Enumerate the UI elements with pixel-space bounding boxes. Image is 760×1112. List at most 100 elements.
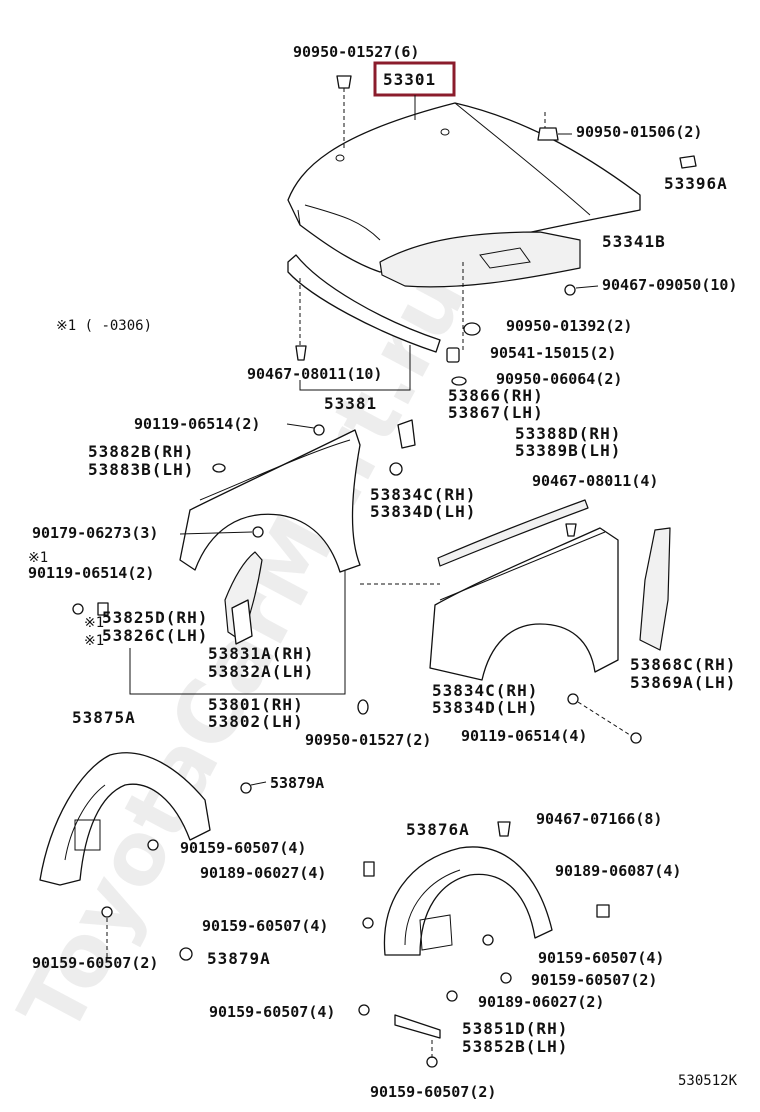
clip-90467-07166-icon[interactable] (497, 821, 511, 837)
bracket-53882b-icon[interactable] (212, 463, 226, 473)
part-number-label: 53389B(LH) (515, 441, 621, 460)
bolt-90119-06514-right-icon[interactable] (630, 732, 642, 744)
part-number-label: 53875A (72, 708, 136, 727)
seal-53834c-mid-icon[interactable] (567, 693, 579, 705)
part-number-label: 53883B(LH) (88, 460, 194, 479)
part-number-label: 53834D(LH) (370, 502, 476, 521)
label-plate-53396a-icon[interactable] (679, 155, 697, 169)
part-number-label: 90950-01527(2) (305, 731, 431, 749)
seal-53825d-icon[interactable] (97, 602, 109, 616)
screw-90159-60507-bot-icon[interactable] (426, 1056, 438, 1068)
part-number-label: 53826C(LH) (102, 626, 208, 645)
seal-53834c-top-icon[interactable] (389, 462, 403, 476)
part-number-label: 53834C(RH) (432, 681, 538, 700)
part-number-label: 53869A(LH) (630, 673, 736, 692)
bolt-90467-09050-icon[interactable] (564, 284, 576, 296)
part-number-label: 90159-60507(4) (209, 1003, 335, 1021)
leader-line (129, 570, 346, 695)
part-number-label: 53879A (270, 774, 324, 792)
stop-90541-15015-icon[interactable] (446, 347, 460, 363)
leader-line (299, 345, 411, 391)
part-number-label: 90159-60507(4) (180, 839, 306, 857)
leader-line (250, 781, 267, 786)
part-number-label: 53832A(LH) (208, 662, 314, 681)
part-number-label: 53867(LH) (448, 403, 544, 422)
part-number-label: 53825D(RH) (102, 608, 208, 627)
part-number-label: 53396A (664, 174, 728, 193)
clip-90950-01527-icon[interactable] (336, 75, 352, 89)
hood-panel[interactable] (287, 102, 641, 273)
hood-insulator[interactable] (379, 231, 581, 288)
part-number-label: 53882B(RH) (88, 442, 194, 461)
clip-90467-08011-fender-icon[interactable] (565, 523, 577, 537)
clip-90189-06087-icon[interactable] (596, 904, 610, 918)
part-number-label: 53879A (207, 949, 271, 968)
splash-shield-53868c[interactable] (639, 527, 671, 651)
footnote-marker: ※1 (84, 615, 104, 631)
clip-90467-08011-icon[interactable] (295, 345, 307, 361)
leader-line (575, 285, 599, 289)
fender-rh[interactable] (179, 429, 361, 573)
part-number-label: 90159-60507(4) (202, 917, 328, 935)
part-number-label: 90159-60507(2) (32, 954, 158, 972)
part-number-label: 90179-06273(3) (32, 524, 158, 542)
part-number-label: 90950-01506(2) (576, 123, 702, 141)
bolt-90179-06273-icon[interactable] (252, 526, 264, 538)
bolt-90119-06514-left-icon[interactable] (72, 603, 84, 615)
clip-90950-01506-icon[interactable] (537, 127, 559, 141)
clip-90950-01527-bottom-icon[interactable] (357, 699, 369, 715)
part-number-label: 90119-06514(2) (28, 564, 154, 582)
highlighted-part-number[interactable]: 53301 (383, 70, 436, 89)
screw-90159-60507-c-icon[interactable] (482, 934, 494, 946)
screw-90159-60507-left-icon[interactable] (101, 906, 113, 918)
part-number-label: 53866(RH) (448, 386, 544, 405)
screw-90159-60507-a-icon[interactable] (147, 839, 159, 851)
screw-90159-60507-d-icon[interactable] (358, 1004, 370, 1016)
footnote-label: ※1 ( -0306) (56, 318, 152, 334)
part-number-label: 90467-08011(10) (247, 365, 382, 383)
leader-line (286, 423, 315, 429)
clip-90189-06027-b-icon[interactable] (446, 990, 458, 1002)
part-number-label: 90467-09050(10) (602, 276, 737, 294)
part-number-label: 90159-60507(2) (531, 971, 657, 989)
clip-53879a-top-icon[interactable] (240, 782, 252, 794)
plug-90950-06064-icon[interactable] (451, 376, 467, 386)
leader-dashed (577, 701, 631, 736)
screw-90159-60507-right-icon[interactable] (500, 972, 512, 984)
screw-90159-60507-b-icon[interactable] (362, 917, 374, 929)
seal-53866-icon[interactable] (397, 419, 416, 449)
hood-rear-seal[interactable] (287, 254, 441, 353)
part-number-label: 90950-06064(2) (496, 370, 622, 388)
diagram-code: 530512K (678, 1073, 738, 1089)
seal-53831a-icon[interactable] (231, 599, 253, 645)
part-number-label: 53801(RH) (208, 695, 304, 714)
fender-liner-53876a[interactable] (383, 846, 553, 956)
part-number-label: 90467-07166(8) (536, 810, 662, 828)
seal-53851d[interactable] (394, 1014, 441, 1039)
part-number-label: 53852B(LH) (462, 1037, 568, 1056)
fender-liner-53875a[interactable] (39, 752, 211, 886)
part-number-label: 53868C(RH) (630, 655, 736, 674)
part-number-label: 90119-06514(2) (134, 415, 260, 433)
leader-line (179, 531, 253, 535)
part-number-label: 53381 (324, 394, 377, 413)
part-number-label: 90159-60507(2) (370, 1083, 496, 1101)
clip-53879a-bot-icon[interactable] (179, 947, 193, 961)
clip-90189-06027-a-icon[interactable] (363, 861, 375, 877)
part-number-label: 90541-15015(2) (490, 344, 616, 362)
part-number-label: 53834C(RH) (370, 485, 476, 504)
fender-lh[interactable] (429, 527, 619, 681)
part-number-label: 90159-60507(4) (538, 949, 664, 967)
cushion-90950-01392-icon[interactable] (463, 322, 481, 336)
part-number-label: 90119-06514(4) (461, 727, 587, 745)
part-number-label: 90950-01527(6) (293, 43, 419, 61)
fender-top-seal[interactable] (437, 499, 589, 567)
footnote-marker: ※1 (28, 550, 48, 566)
part-number-label: 53851D(RH) (462, 1019, 568, 1038)
part-number-label: 53341B (602, 232, 666, 251)
part-number-label: 53876A (406, 820, 470, 839)
bolt-90119-06514-top-icon[interactable] (313, 424, 325, 436)
part-number-label: 53831A(RH) (208, 644, 314, 663)
part-number-label: 90467-08011(4) (532, 472, 658, 490)
